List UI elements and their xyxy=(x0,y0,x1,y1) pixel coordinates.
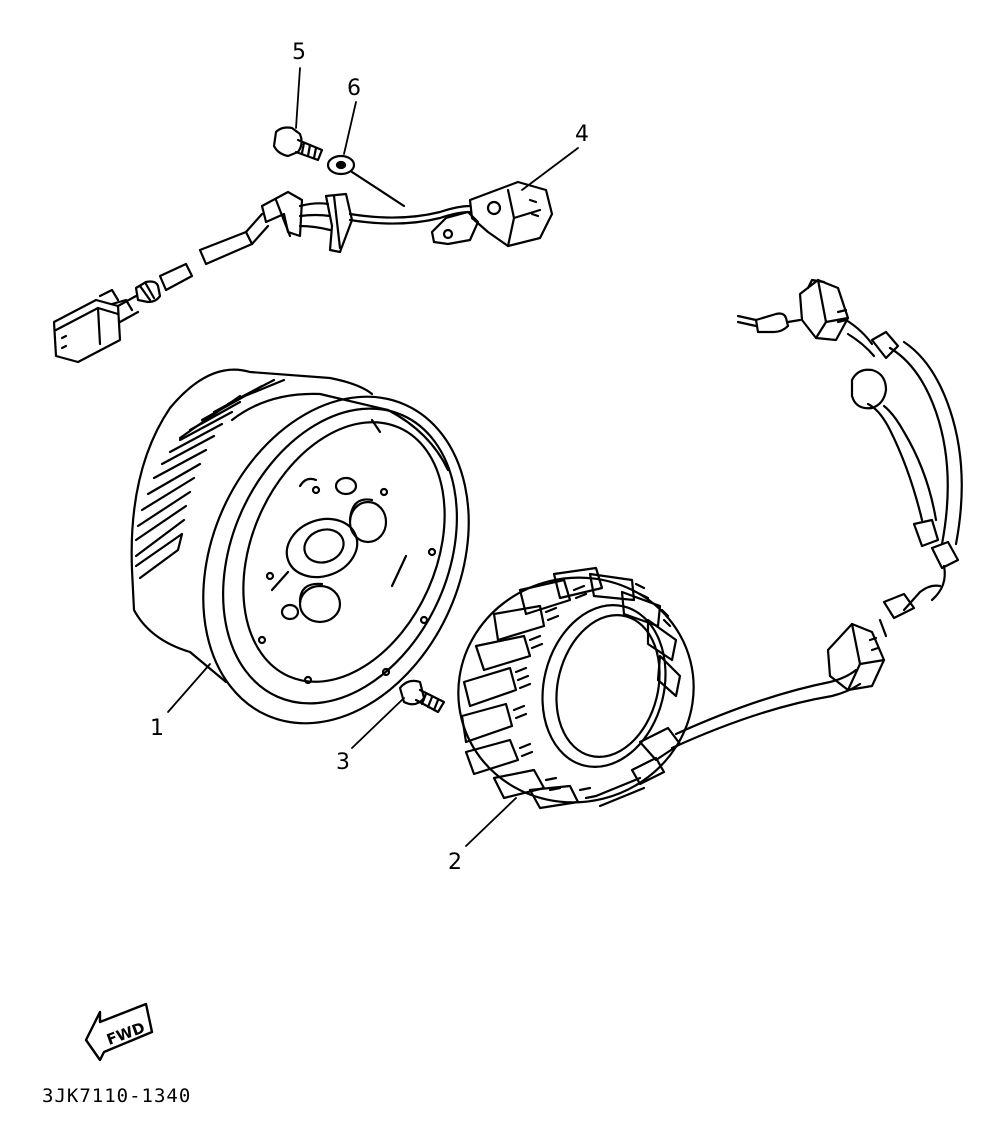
diagram-code: 3JK7110-1340 xyxy=(42,1085,192,1107)
callout-1: 1 xyxy=(150,716,164,741)
callout-3: 3 xyxy=(336,750,350,775)
callout-2: 2 xyxy=(448,850,462,875)
bolt-part-5 xyxy=(272,126,324,162)
fwd-label: FWD xyxy=(104,1019,147,1049)
pickup-coil-part-4 xyxy=(52,170,554,364)
fwd-arrow-icon: FWD xyxy=(84,1002,154,1062)
stator-harness xyxy=(670,278,963,750)
rotor-part-1 xyxy=(130,368,470,725)
washer-part-6 xyxy=(326,154,356,176)
callout-5: 5 xyxy=(292,40,306,65)
callout-6: 6 xyxy=(347,76,361,101)
stator-part-2 xyxy=(457,566,695,810)
leader-lines xyxy=(167,67,579,847)
callout-4: 4 xyxy=(575,122,589,147)
screw-part-3 xyxy=(398,679,446,714)
